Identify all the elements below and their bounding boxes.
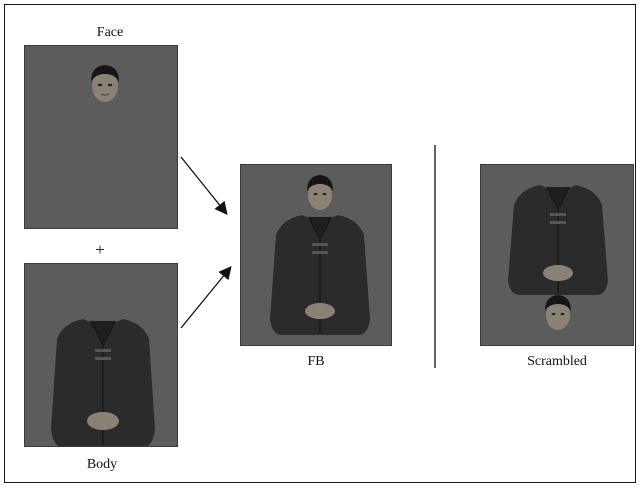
scrambled-image [508,185,608,330]
fb-image-panel [240,164,392,346]
scrambled-image-panel [480,164,634,346]
torso [508,185,608,295]
face-image-panel [24,45,178,229]
body-image-panel [24,263,178,447]
plus-sign: + [95,240,105,259]
face-label: Face [96,25,124,40]
body-label: Body [86,457,118,472]
face-body-image [270,175,370,335]
face-only-image [91,65,119,102]
head [545,295,571,330]
body-only-image [51,319,155,446]
figure-frame [4,4,636,483]
torso [51,319,155,446]
scrambled-label: Scrambled [527,354,587,369]
torso [270,215,370,335]
head [307,175,333,210]
fb-label: FB [307,354,325,369]
head [91,65,119,102]
